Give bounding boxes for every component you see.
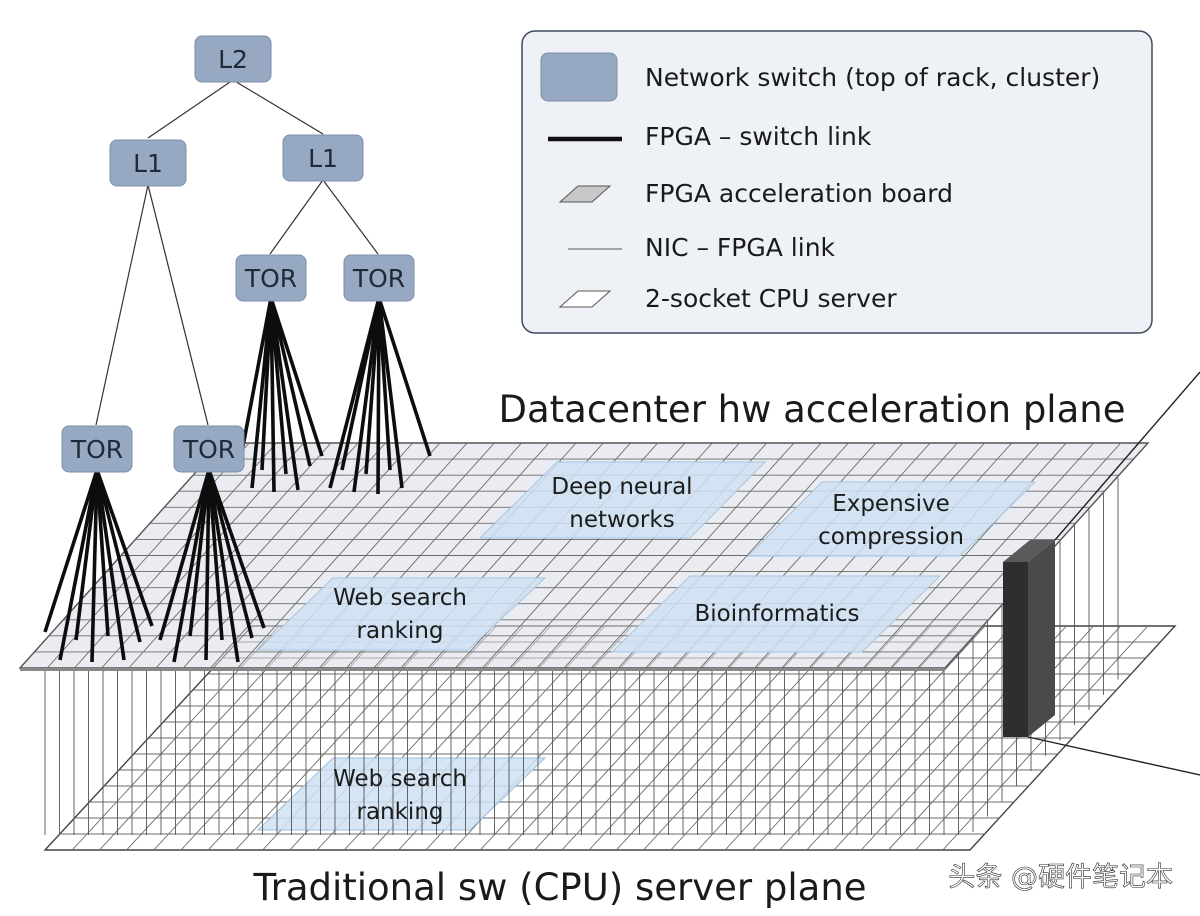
dnn-label-line1: Deep neural — [551, 474, 692, 500]
region-expensive-compression — [746, 481, 1037, 557]
bioinformatics-label: Bioinformatics — [695, 601, 860, 627]
switch-l1-left: L1 — [109, 139, 187, 187]
switch-l2: L2 — [194, 35, 272, 83]
legend-label-cpu-server: 2-socket CPU server — [645, 284, 897, 313]
fpga-switch-link — [207, 469, 254, 639]
fpga-switch-link — [377, 297, 404, 489]
switch-tor-1: TOR — [61, 425, 133, 473]
legend-label-nic-fpga-link: NIC – FPGA link — [645, 233, 836, 262]
switch-tor-4-label: TOR — [352, 264, 405, 293]
server-web-search-label-line1: Web search — [333, 766, 467, 792]
fpga-switch-link — [95, 469, 154, 627]
web-search-label-line2: ranking — [356, 618, 443, 644]
fpga-switch-link — [364, 297, 381, 475]
switch-l1-left-label: L1 — [133, 149, 163, 178]
fpga-switch-link — [188, 469, 211, 637]
switch-l1-right: L1 — [282, 134, 364, 182]
switch-tor-2-label: TOR — [182, 435, 235, 464]
fpga-switch-link — [238, 297, 273, 463]
fpga-switch-link — [207, 469, 224, 641]
switch-l2-label: L2 — [218, 45, 248, 74]
fpga-switch-link — [90, 469, 99, 663]
legend-label-network-switch: Network switch (top of rack, cluster) — [645, 63, 1100, 92]
server-plane-title: Traditional sw (CPU) server plane — [252, 866, 866, 909]
fpga-switch-link — [207, 469, 266, 629]
region-deep-neural-networks — [478, 461, 767, 539]
fpga-acceleration-plane — [18, 442, 1150, 671]
acceleration-plane-title: Datacenter hw acceleration plane — [499, 388, 1126, 431]
fpga-switch-link — [172, 469, 211, 663]
watermark-text: 头条 @硬件笔记本 — [948, 862, 1173, 893]
fpga-switch-link — [269, 297, 300, 491]
switch-tor-4: TOR — [343, 254, 415, 302]
fpga-switch-link — [376, 297, 381, 495]
plane-edge — [20, 668, 945, 671]
fpga-switch-links — [43, 297, 432, 663]
fpga-switch-link — [74, 469, 99, 641]
switch-tor-3: TOR — [235, 254, 307, 302]
fpga-switch-link — [95, 469, 142, 643]
switch-tor-2: TOR — [173, 425, 245, 473]
dnn-label-line2: networks — [569, 507, 674, 533]
server-web-search-label-line2: ranking — [356, 799, 443, 825]
switch-tor-3-label: TOR — [244, 264, 297, 293]
cpu-server-icon — [558, 290, 612, 308]
region-web-search-ranking — [256, 577, 547, 651]
fpga-switch-link — [58, 469, 99, 661]
network-switch-tree: L2 L1 L1 TOR TOR TOR TOR — [61, 35, 415, 473]
switch-tree-links — [95, 79, 379, 426]
switch-tor-1-label: TOR — [70, 435, 123, 464]
fpga-board-icon — [558, 185, 612, 203]
fpga-switch-link — [207, 469, 240, 663]
network-switch-icon — [540, 52, 618, 102]
legend: Network switch (top of rack, cluster) FP… — [521, 30, 1153, 334]
inter-plane-column — [1003, 371, 1200, 776]
fpga-switch-link — [204, 469, 211, 661]
fpga-switch-link — [158, 469, 211, 641]
fpga-switch-link — [269, 297, 312, 467]
fpga-switch-link — [95, 469, 110, 637]
legend-label-fpga-board: FPGA acceleration board — [645, 179, 953, 208]
compression-label-line2: compression — [818, 524, 964, 550]
fpga-switch-link — [377, 297, 432, 457]
web-search-label-line1: Web search — [333, 585, 467, 611]
fpga-switch-link — [95, 469, 126, 661]
fpga-switch-link — [43, 469, 99, 633]
fpga-switch-link — [260, 297, 273, 471]
legend-label-fpga-switch-link: FPGA – switch link — [645, 122, 872, 151]
region-labels: Deep neural networks Expensive compressi… — [333, 474, 964, 825]
compression-label-line1: Expensive — [832, 491, 950, 517]
fpga-switch-link — [269, 297, 324, 457]
server-region-web-search — [256, 757, 547, 831]
fpga-switch-link — [269, 297, 276, 493]
switch-l1-right-label: L1 — [308, 144, 338, 173]
region-bioinformatics — [610, 575, 942, 653]
fpga-switch-link — [340, 297, 381, 471]
